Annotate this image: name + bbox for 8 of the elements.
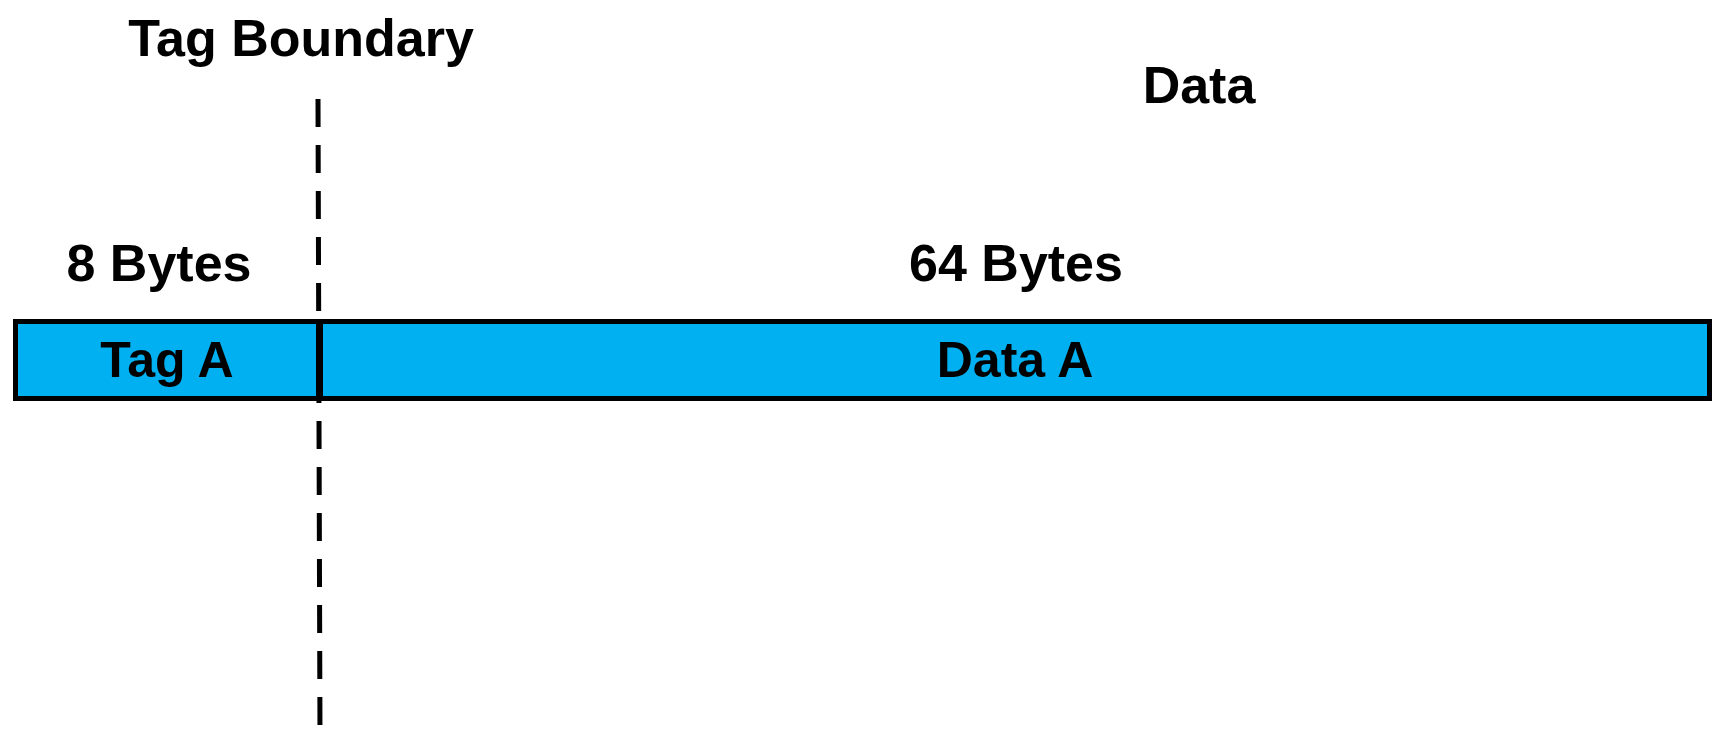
heading-label: Tag Boundary [128,8,474,68]
heading-label: Data [1142,55,1256,115]
size-label: 64 Bytes [909,233,1123,293]
tag-field [13,319,321,401]
size-label: 8 Bytes [66,233,252,293]
data-field [318,319,1712,401]
field-label: Data A [936,331,1094,389]
field-label: Tag A [100,331,234,389]
